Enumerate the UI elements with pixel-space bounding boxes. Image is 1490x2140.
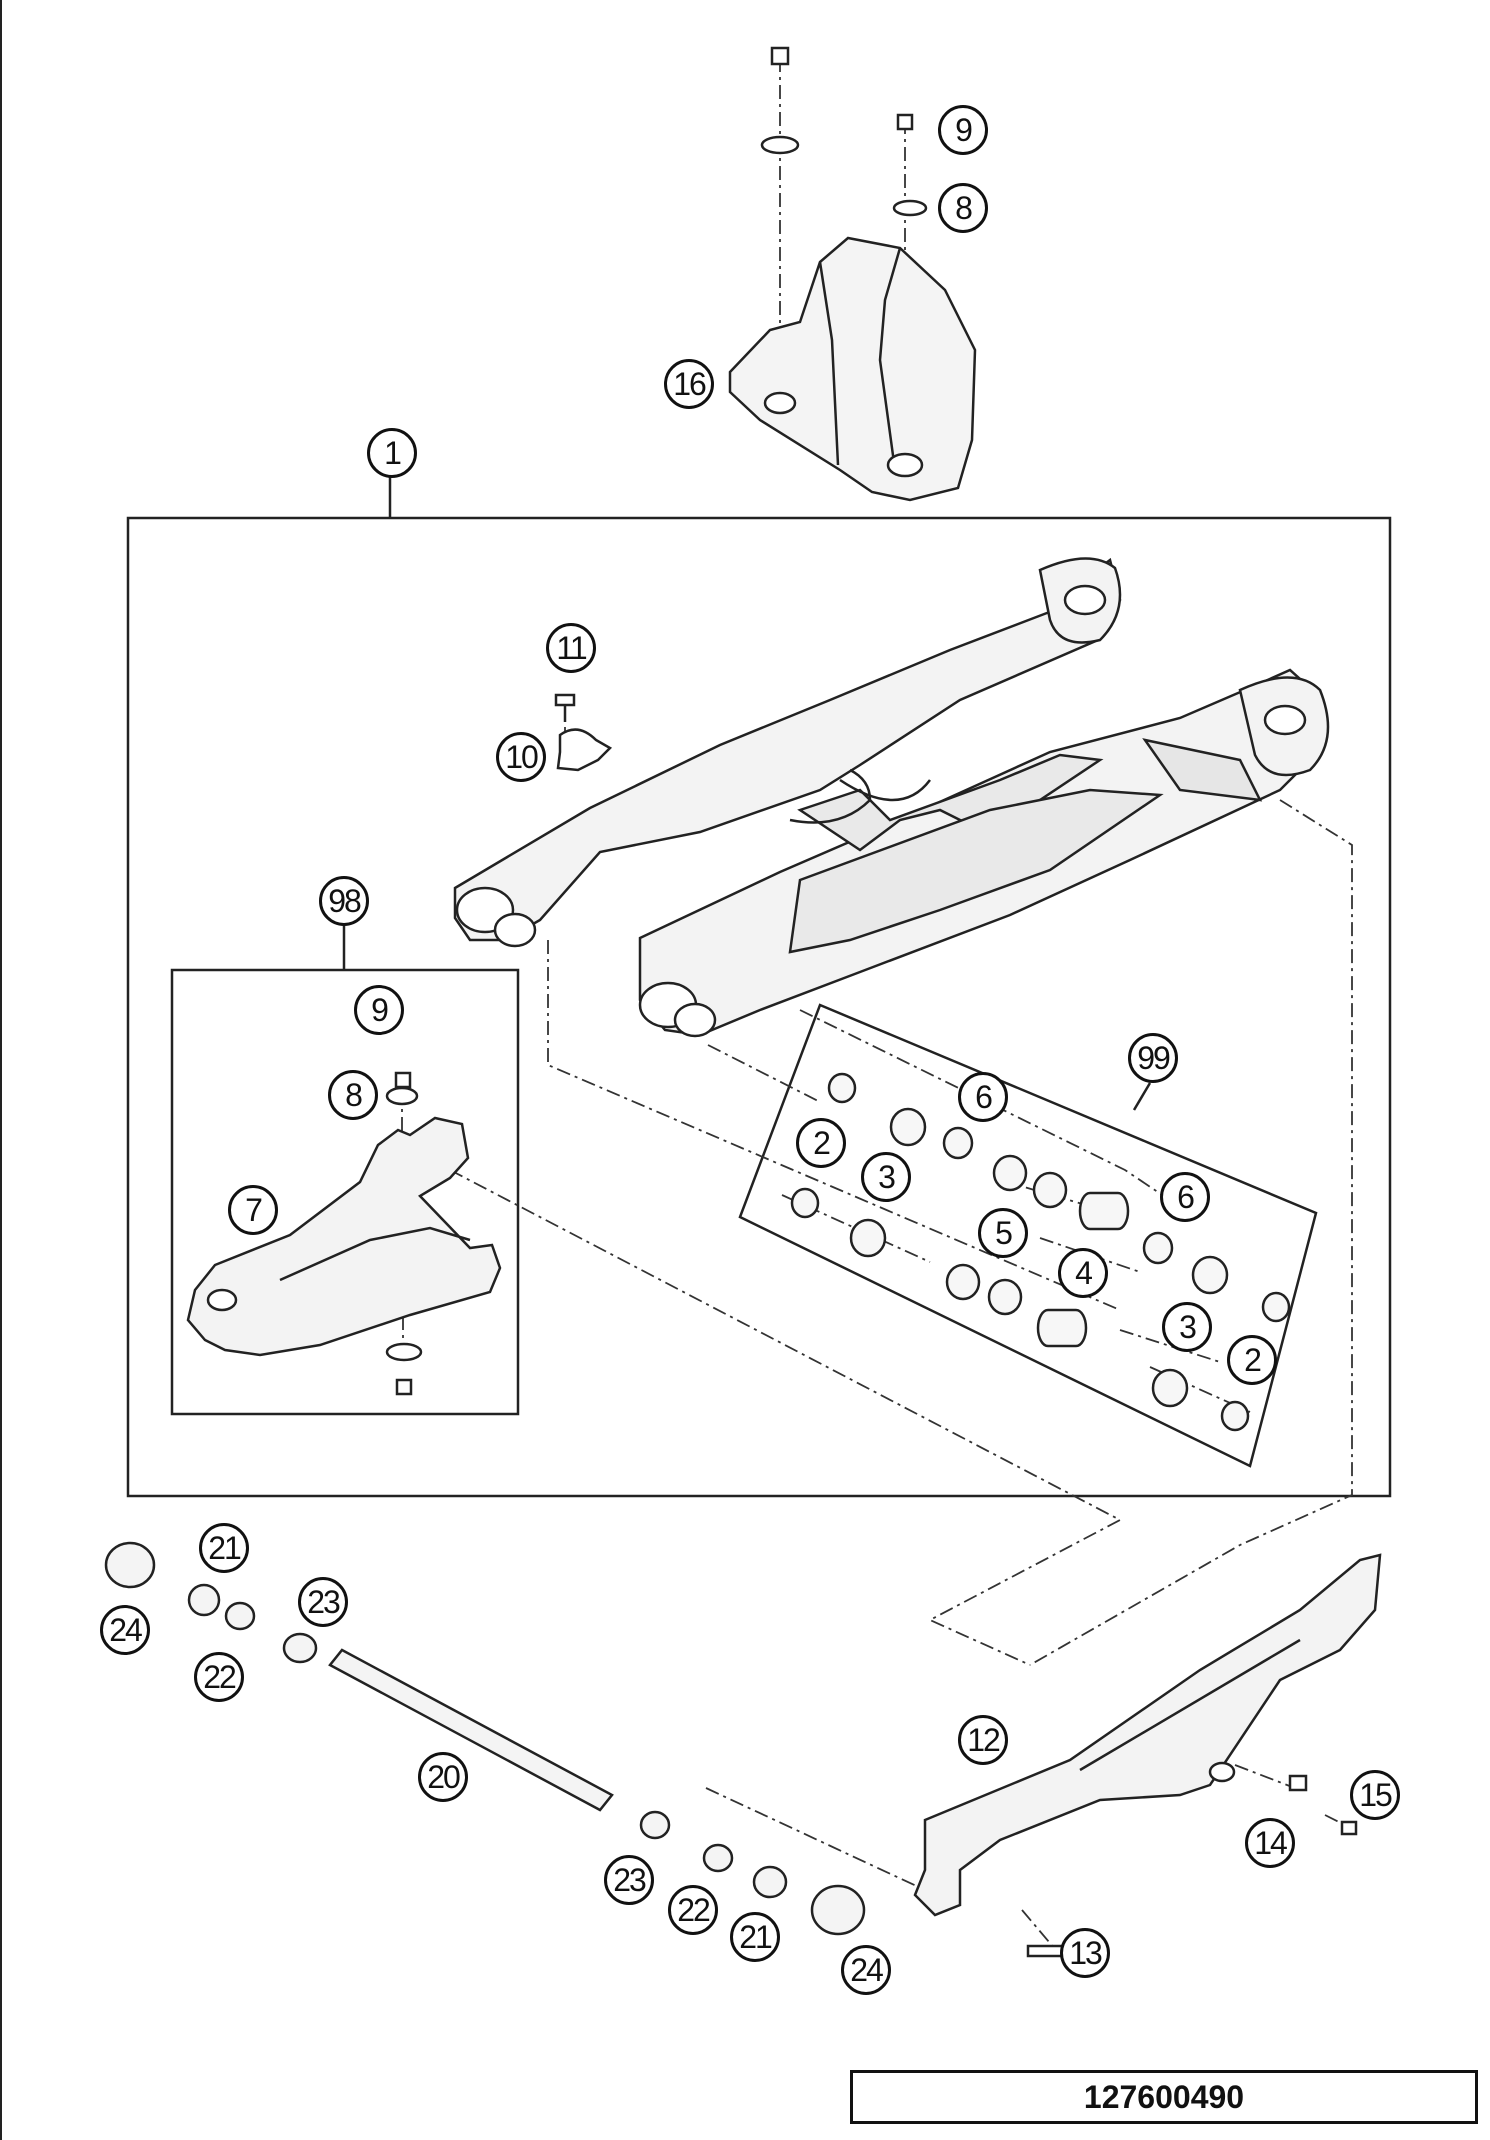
callout-8-guide: 8	[328, 1070, 378, 1120]
callout-11: 11	[546, 623, 596, 673]
chain-guide-fasteners	[385, 1071, 423, 1396]
callout-9-guide: 9	[354, 985, 404, 1035]
callout-24-right: 24	[841, 1945, 891, 1995]
callout-98: 98	[319, 876, 369, 926]
callout-23-left: 23	[298, 1577, 348, 1627]
callout-4: 4	[1058, 1248, 1108, 1298]
callout-3-lower: 3	[1162, 1302, 1212, 1352]
swingarm	[453, 557, 1330, 1038]
callout-23-right: 23	[604, 1855, 654, 1905]
chain-guide	[186, 1116, 502, 1357]
callout-3-upper: 3	[861, 1152, 911, 1202]
clip-and-screw	[554, 693, 613, 772]
callout-6-upper: 6	[958, 1072, 1008, 1122]
callout-6-lower: 6	[1160, 1172, 1210, 1222]
callout-13: 13	[1060, 1928, 1110, 1978]
callout-10: 10	[496, 732, 546, 782]
callout-15: 15	[1350, 1770, 1400, 1820]
callout-1: 1	[367, 428, 417, 478]
page-left-border	[0, 0, 2, 2140]
callout-24-left: 24	[100, 1605, 150, 1655]
callout-20: 20	[418, 1752, 468, 1802]
bearing-kit-parts	[790, 1072, 1291, 1432]
axle-hardware	[104, 1541, 866, 1936]
callout-7: 7	[228, 1185, 278, 1235]
callout-2-lower: 2	[1227, 1335, 1277, 1385]
document-number-box: 127600490	[850, 2070, 1478, 2124]
chain-slider-mudguard	[728, 236, 977, 502]
callout-9-top: 9	[938, 105, 988, 155]
document-number: 127600490	[1083, 2078, 1245, 2115]
top-fasteners	[760, 46, 928, 217]
callout-21-right: 21	[730, 1912, 780, 1962]
callout-8-top: 8	[938, 183, 988, 233]
bearing-kit-frame	[738, 1003, 1318, 1468]
callout-21-left: 21	[199, 1523, 249, 1573]
callout-16: 16	[664, 359, 714, 409]
callout-2-upper: 2	[796, 1118, 846, 1168]
callout-22-right: 22	[668, 1885, 718, 1935]
callout-14: 14	[1245, 1818, 1295, 1868]
callout-22-left: 22	[194, 1652, 244, 1702]
callout-99: 99	[1128, 1033, 1178, 1083]
callout-12: 12	[958, 1715, 1008, 1765]
assembly-frame	[126, 516, 1392, 1498]
callout-5: 5	[978, 1208, 1028, 1258]
